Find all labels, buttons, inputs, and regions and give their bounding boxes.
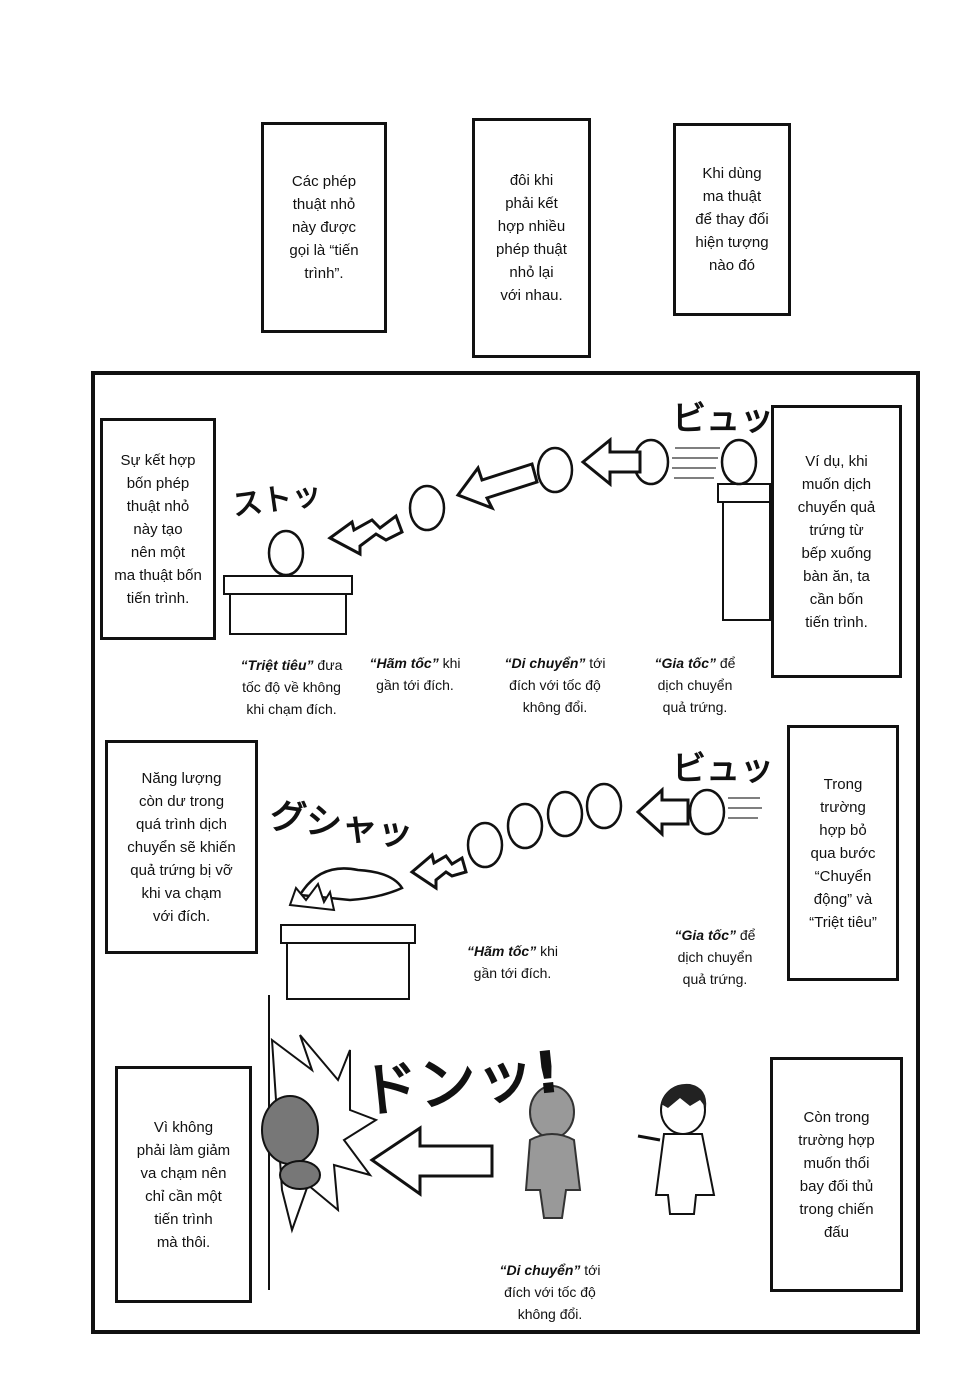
egg-icon [585,782,623,830]
arrow-left-icon [635,786,690,838]
narration-text: Các phép thuật nhỏ này được gọi là “tiến… [289,173,359,282]
caption-move: “Di chuyển” tới đích với tốc độ không đổ… [495,630,615,718]
narration-text: Còn trong trường hợp muốn thổi bay đối t… [798,1108,875,1241]
narration-box-leftover-energy: Năng lượng còn dư trong quá trình dịch c… [105,740,258,954]
caption-accel: “Gia tốc” để dịch chuyển quả trứng. [660,902,770,990]
manga-panel [91,371,920,1334]
narration-box-battle: Còn trong trường hợp muốn thổi bay đối t… [770,1057,903,1292]
narration-box-intro: Khi dùng ma thuật để thay đổi hiện tượng… [673,123,791,316]
egg-icon [466,821,504,869]
narration-box-skip-steps: Trong trường hợp bỏ qua bước “Chuyển độn… [787,725,899,981]
narration-text: đôi khi phải kết hợp nhiều phép thuật nh… [496,172,567,304]
silhouette-figure-icon [524,1085,582,1219]
sfx-gusha-text: グシャッ [267,795,415,856]
caption-term: “Gia tốc” [674,927,736,943]
egg-icon [408,484,446,532]
egg-icon [536,446,574,494]
broken-egg-icon [288,867,404,912]
caption-text: tới đích với tốc độ không đổi. [504,1262,601,1322]
speed-lines-icon [672,447,720,479]
narration-box-combine: đôi khi phải kết hợp nhiều phép thuật nh… [472,118,591,358]
narration-text: Khi dùng ma thuật để thay đổi hiện tượng… [695,165,769,274]
egg-icon [267,529,305,577]
arrow-left-icon [455,462,539,511]
knocked-character-icon [261,1095,321,1190]
caption-move: “Di chuyển” tới đích với tốc độ không đổ… [490,1237,610,1325]
sfx-suto-text: ストッ [230,477,324,524]
narration-text: Trong trường hợp bỏ qua bước “Chuyển độn… [809,775,877,931]
narration-text: Năng lượng còn dư trong quá trình dịch c… [127,769,236,925]
narration-box-processes: Các phép thuật nhỏ này được gọi là “tiến… [261,122,387,333]
hero-character-icon [637,1083,716,1215]
caption-text: khi gần tới đích. [473,943,559,981]
caption-text: tới đích với tốc độ không đổi. [509,655,606,715]
arrow-left-icon [580,436,642,488]
table-icon [223,575,353,635]
narration-box-four-process: Sự kết hợp bốn phép thuật nhỏ này tạo nê… [100,418,216,640]
narration-text: Sự kết hợp bốn phép thuật nhỏ này tạo nê… [114,451,202,607]
caption-term: “Gia tốc” [654,655,716,671]
sfx-byu-text: ビュッ [672,749,774,789]
caption-text: để dịch chuyển quả trứng. [677,927,756,987]
caption-cancel: “Triệt tiêu” đưa tốc độ về không khi chạ… [224,632,359,720]
egg-icon [688,788,726,836]
caption-brake: “Hãm tốc” khi gần tới đích. [455,918,570,984]
egg-icon [506,802,544,850]
egg-icon [720,438,758,486]
zigzag-arrow-icon [327,513,404,557]
speed-lines-icon [728,797,762,819]
table-icon [280,924,416,1000]
caption-term: “Hãm tốc” [369,655,439,671]
narration-box-example: Ví dụ, khi muốn dịch chuyển quả trứng từ… [771,405,902,678]
narration-text: Vì không phải làm giảm va chạm nên chỉ c… [136,1118,231,1251]
caption-text: đưa tốc độ về không khi chạm đích. [242,657,343,717]
caption-term: “Di chuyển” [499,1262,581,1278]
egg-icon [546,790,584,838]
caption-term: “Triệt tiêu” [240,657,314,673]
caption-brake: “Hãm tốc” khi gần tới đích. [360,630,470,696]
narration-text: Ví dụ, khi muốn dịch chuyển quả trứng từ… [797,452,876,631]
zigzag-arrow-icon [409,852,468,891]
caption-term: “Hãm tốc” [466,943,537,959]
narration-box-one-process: Vì không phải làm giảm va chạm nên chỉ c… [115,1066,252,1303]
caption-accel: “Gia tốc” để dịch chuyển quả trứng. [640,630,750,718]
caption-text: khi gần tới đích. [376,655,461,693]
caption-term: “Di chuyển” [504,655,586,671]
caption-text: để dịch chuyển quả trứng. [657,655,736,715]
sfx-byu-text: ビュッ [672,399,774,439]
arrow-left-icon [369,1125,494,1197]
pedestal-start-icon [717,483,771,621]
